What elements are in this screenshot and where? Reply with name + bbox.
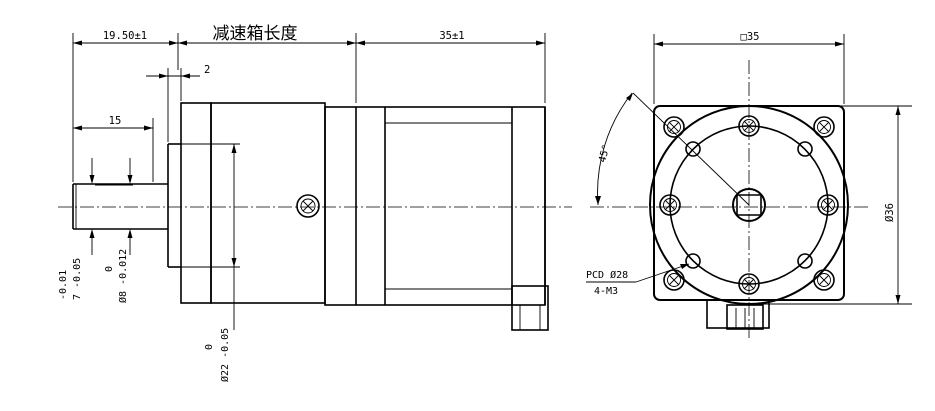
dimension-angle xyxy=(595,92,750,206)
dim-motor-length: 35±1 xyxy=(439,30,464,42)
gearbox-body xyxy=(180,102,326,304)
corner-screw-tl xyxy=(663,116,685,138)
dim-square: □35 xyxy=(741,31,760,43)
shaft-tolerance-lower: -0.01 xyxy=(58,270,69,300)
face-screw-right xyxy=(817,194,839,216)
shaft-tolerance-main: 7 -0.05 xyxy=(72,258,83,300)
dim-gearbox-length: 19.50±1 xyxy=(103,30,147,42)
m3-hole-tr xyxy=(797,141,813,157)
dimension-shaft-flat xyxy=(89,158,95,255)
shaft-end xyxy=(732,188,766,222)
dim-outer-diameter: Ø36 xyxy=(884,203,896,222)
m3-hole-tl xyxy=(685,141,701,157)
gearbox-pilot-boss xyxy=(167,143,181,268)
pilot-diameter-main: Ø22 -0.05 xyxy=(219,328,231,382)
gearbox-length-title: 减速箱长度 xyxy=(213,24,298,44)
side-connector xyxy=(511,285,549,331)
output-shaft xyxy=(72,183,168,230)
pcd-label: PCD Ø28 xyxy=(586,269,628,281)
corner-screw-br xyxy=(813,269,835,291)
dimension-shaft-length xyxy=(73,118,154,182)
shaft-diameter-main: Ø8 -0.012 xyxy=(117,249,129,303)
dim-shaft-length: 15 xyxy=(109,115,122,127)
pilot-diameter-upper: 0 xyxy=(204,344,215,350)
front-connector xyxy=(706,299,770,330)
corner-screw-tr xyxy=(813,116,835,138)
dim-angle: 45° xyxy=(597,143,612,163)
front-view: □35 Ø36 45° PCD Ø28 4-M3 xyxy=(586,31,912,340)
dimension-square xyxy=(653,34,845,104)
face-screw-left xyxy=(659,194,681,216)
thread-label: 4-M3 xyxy=(594,286,618,297)
dimension-outer-diameter xyxy=(749,105,912,305)
face-screw-top xyxy=(738,115,760,137)
pcd-leader xyxy=(586,263,690,283)
face-screw-bottom xyxy=(738,273,760,295)
dimension-flange-thickness xyxy=(146,68,200,142)
dimension-pilot-diameter xyxy=(168,143,240,330)
motor-body xyxy=(324,106,546,306)
gearbox-face-screws xyxy=(659,115,839,295)
dimension-shaft-diameter xyxy=(127,158,133,255)
dim-flange-thickness: 2 xyxy=(204,64,210,76)
dimension-overall-top xyxy=(72,33,546,182)
m3-holes xyxy=(685,141,813,269)
m3-hole-br xyxy=(797,253,813,269)
gearbox-screw xyxy=(296,194,320,218)
shaft-diameter-upper: 0 xyxy=(104,266,115,272)
corner-screw-bl xyxy=(663,269,685,291)
m3-hole-bl xyxy=(685,253,701,269)
side-view: 减速箱长度 19.50±1 35±1 2 xyxy=(58,24,572,382)
